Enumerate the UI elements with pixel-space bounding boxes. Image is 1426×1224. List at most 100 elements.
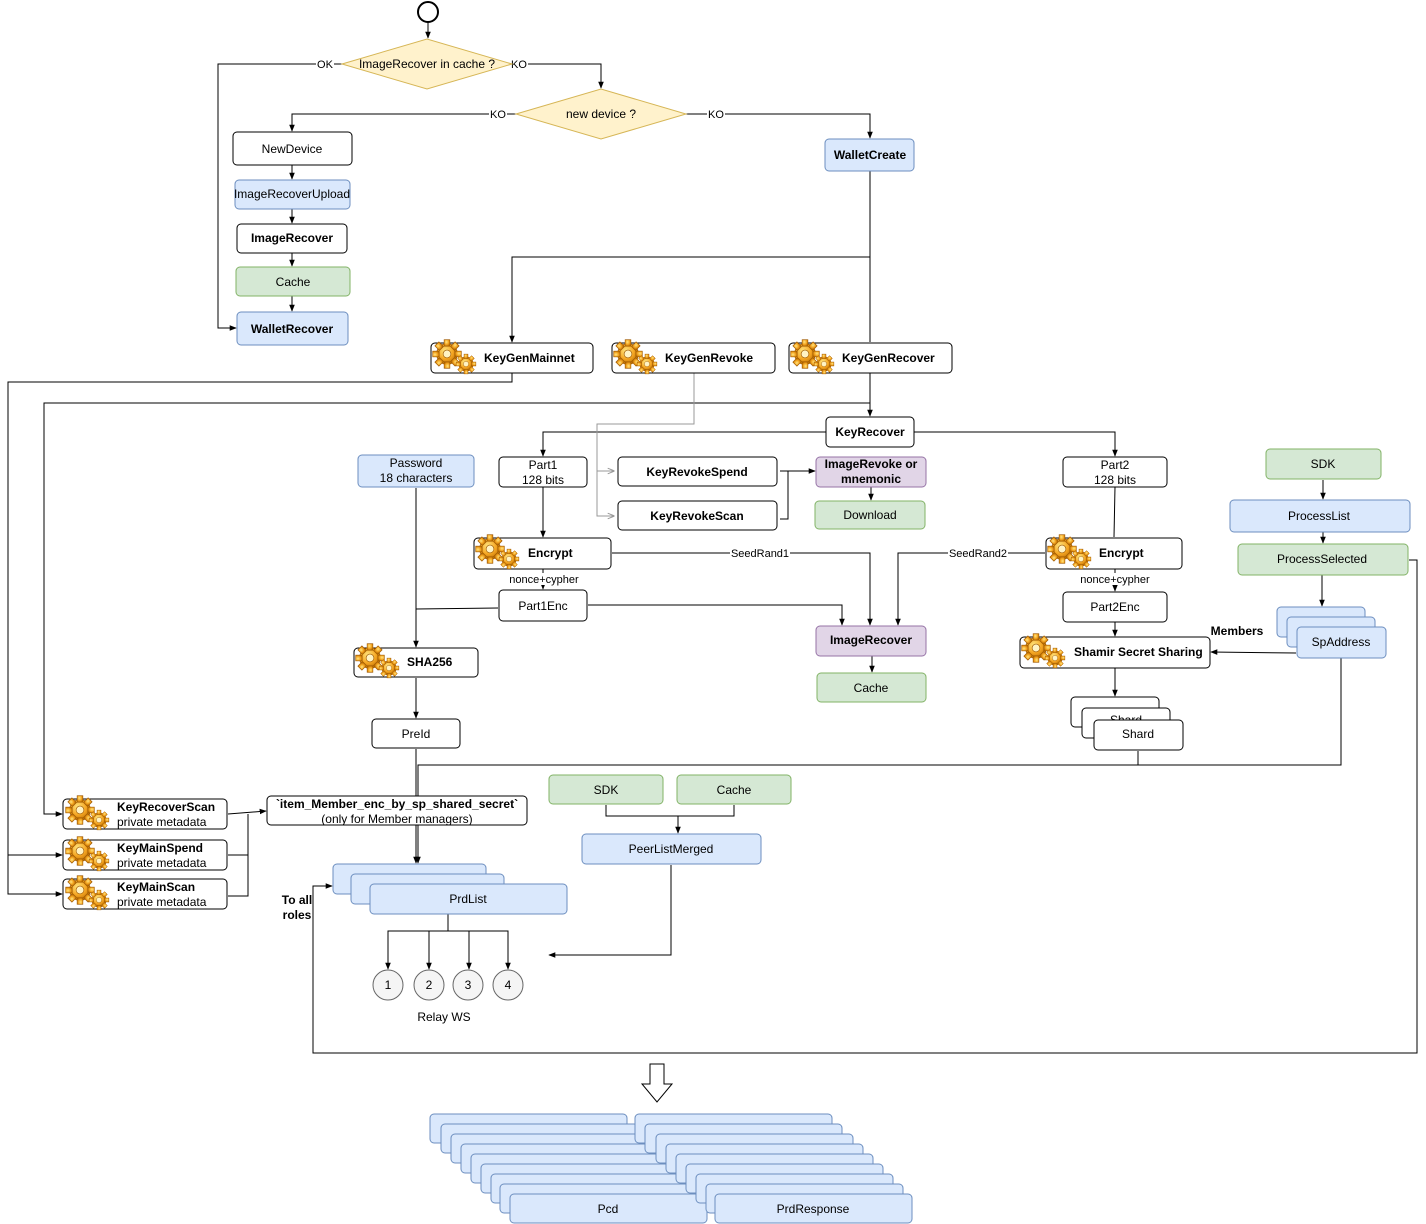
node-shamir-label: Shamir Secret Sharing	[1074, 645, 1203, 659]
node-part2-enc: Part2Enc	[1062, 591, 1168, 623]
node-sdk-right-label: SDK	[1311, 457, 1336, 471]
node-part1: Part1 128 bits	[498, 456, 588, 488]
relay-circle-3	[452, 969, 484, 1001]
node-key-recover-scan: KeyRecoverScan private metadata	[62, 796, 228, 830]
node-part1-enc: Part1Enc	[498, 589, 588, 622]
node-image-recover-upload: ImageRecoverUpload	[234, 179, 351, 210]
node-key-recover-scan-label: KeyRecoverScan	[117, 800, 215, 814]
label-ko-right: KO	[708, 109, 724, 121]
node-new-device: NewDevice	[232, 131, 353, 166]
decision-device-label: new device ?	[566, 107, 636, 121]
node-part2-label: Part2	[1101, 458, 1130, 472]
node-key-revoke-scan: KeyRevokeScan	[617, 500, 778, 531]
node-image-revoke-sub: mnemonic	[841, 472, 901, 486]
node-part1-sub: 128 bits	[522, 473, 564, 487]
gray-edges	[596, 373, 695, 516]
relay-label-1: 1	[385, 978, 392, 992]
node-key-main-spend-label: KeyMainSpend	[117, 841, 203, 855]
node-process-selected: ProcessSelected	[1237, 543, 1409, 576]
node-key-main-spend-sub: private metadata	[117, 856, 207, 870]
decision-cache-label: ImageRecover in cache ?	[359, 57, 495, 71]
node-key-recover-scan-sub: private metadata	[117, 815, 207, 829]
node-process-list: ProcessList	[1229, 499, 1411, 533]
relay-circle-1	[372, 969, 404, 1001]
node-encrypt-2: Encrypt	[1045, 535, 1183, 570]
node-password-sub: 18 characters	[380, 471, 453, 485]
node-key-gen-mainnet-label: KeyGenMainnet	[484, 351, 575, 365]
node-image-recover-left: ImageRecover	[236, 223, 348, 254]
label-seed1: SeedRand1	[731, 548, 789, 560]
relay-label-2: 2	[426, 978, 433, 992]
node-peer-list-merged: PeerListMerged	[581, 833, 762, 865]
relay-circle-4	[492, 969, 524, 1001]
node-process-list-label: ProcessList	[1288, 509, 1351, 523]
node-key-gen-recover: KeyGenRecover	[788, 340, 953, 374]
relay-label-3: 3	[465, 978, 472, 992]
node-prd-response-label: PrdResponse	[777, 1202, 850, 1216]
node-prd-list-label: PrdList	[449, 892, 487, 906]
node-part1-enc-label: Part1Enc	[518, 599, 567, 613]
node-download: Download	[814, 500, 926, 530]
node-shard-stack: Shard Shard	[1070, 696, 1184, 751]
node-key-main-scan-label: KeyMainScan	[117, 880, 195, 894]
node-key-main-scan-sub: private metadata	[117, 895, 207, 909]
node-key-revoke-spend-label: KeyRevokeSpend	[646, 465, 747, 479]
node-cache-mid-label: Cache	[854, 681, 889, 695]
relay-label-4: 4	[505, 978, 512, 992]
node-peer-list-merged-label: PeerListMerged	[629, 842, 714, 856]
node-process-selected-label: ProcessSelected	[1277, 552, 1367, 566]
label-nonce1: nonce+cypher	[509, 574, 579, 586]
node-sdk-mid: SDK	[548, 774, 664, 805]
node-prd-list-stack: PrdList	[332, 863, 568, 915]
node-cache-bottom-label: Cache	[717, 783, 752, 797]
node-new-device-label: NewDevice	[262, 142, 323, 156]
node-key-gen-revoke-label: KeyGenRevoke	[665, 351, 753, 365]
node-shard-label: Shard	[1122, 727, 1154, 741]
node-item-member-label: `item_Member_enc_by_sp_shared_secret`	[276, 797, 518, 811]
node-wallet-recover-label: WalletRecover	[251, 322, 334, 336]
node-encrypt-2-label: Encrypt	[1099, 546, 1144, 560]
label-ko-left: KO	[490, 109, 506, 121]
label-ok: OK	[317, 59, 334, 71]
label-nonce2: nonce+cypher	[1080, 574, 1150, 586]
edges	[7, 22, 1418, 1054]
node-part2-sub: 128 bits	[1094, 473, 1136, 487]
node-image-revoke: ImageRevoke or mnemonic	[815, 456, 927, 488]
label-members: Members	[1211, 624, 1264, 638]
node-wallet-recover: WalletRecover	[236, 311, 349, 346]
node-cache-bottom: Cache	[676, 774, 792, 805]
down-arrow-icon	[640, 1063, 674, 1103]
node-pcd-label: Pcd	[598, 1202, 619, 1216]
node-sdk-right: SDK	[1265, 448, 1382, 480]
label-seed2: SeedRand2	[949, 548, 1007, 560]
node-image-revoke-label: ImageRevoke or	[825, 457, 918, 471]
node-key-recover: KeyRecover	[825, 416, 915, 448]
node-wallet-create-label: WalletCreate	[834, 148, 907, 162]
node-key-gen-recover-label: KeyGenRecover	[842, 351, 935, 365]
node-part2: Part2 128 bits	[1062, 456, 1168, 488]
node-key-gen-revoke: KeyGenRevoke	[611, 340, 776, 374]
node-key-recover-label: KeyRecover	[835, 425, 905, 439]
node-sdk-mid-label: SDK	[594, 783, 619, 797]
node-cache-left: Cache	[235, 266, 351, 297]
edge-labels: OK KO KO KO SeedRand1 SeedRand2 nonce+cy…	[282, 58, 1264, 922]
node-wallet-create: WalletCreate	[824, 138, 915, 172]
node-cache-left-label: Cache	[276, 275, 311, 289]
node-item-member: `item_Member_enc_by_sp_shared_secret` (o…	[266, 795, 528, 826]
decision-new-device: new device ?	[514, 88, 688, 140]
node-sha256: SHA256	[353, 644, 479, 678]
node-prd-response-stack	[634, 1113, 913, 1224]
node-key-gen-mainnet: KeyGenMainnet	[430, 340, 594, 374]
node-key-main-spend: KeyMainSpend private metadata	[62, 837, 228, 871]
node-key-revoke-scan-label: KeyRevokeScan	[650, 509, 743, 523]
node-encrypt-1-label: Encrypt	[528, 546, 573, 560]
node-part1-label: Part1	[529, 458, 558, 472]
node-encrypt-1: Encrypt	[473, 535, 612, 570]
node-pre-id-label: PreId	[402, 727, 431, 741]
relay-nodes: 1 2 3 4 Relay WS	[372, 969, 524, 1024]
label-to-all: To all	[282, 893, 312, 907]
start-node	[417, 1, 439, 23]
node-image-recover-upload-label: ImageRecoverUpload	[234, 187, 350, 201]
node-key-main-scan: KeyMainScan private metadata	[62, 876, 228, 910]
